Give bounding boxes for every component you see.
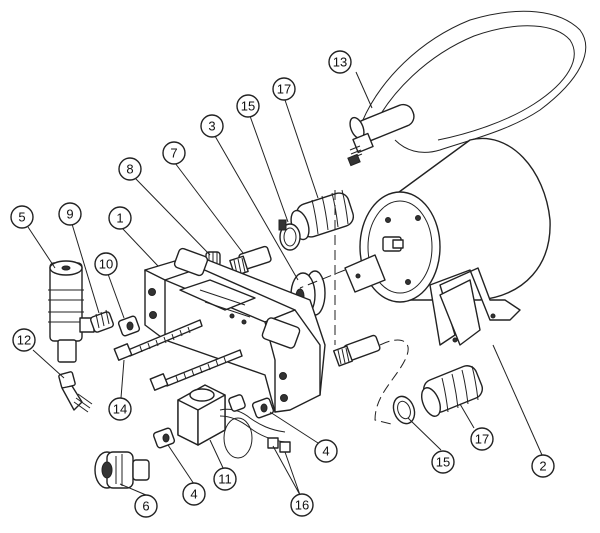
callout-label: 8 <box>126 162 133 177</box>
callout-label: 10 <box>99 257 113 272</box>
callout-label: 12 <box>17 333 31 348</box>
nut-4-right <box>228 394 275 419</box>
outlet-fitting <box>332 334 381 367</box>
callout-1: 1 <box>108 206 132 230</box>
callout-label: 4 <box>190 487 197 502</box>
callout-label: 15 <box>436 455 450 470</box>
callout-6: 6 <box>134 494 158 518</box>
motor-assembly <box>344 137 551 346</box>
callout-15-lower: 15 <box>431 450 455 474</box>
manifold-body <box>144 247 326 413</box>
callout-label: 14 <box>113 402 127 417</box>
callout-10: 10 <box>94 252 118 276</box>
callout-label: 6 <box>142 499 149 514</box>
screw-upper <box>113 319 203 361</box>
callout-5: 5 <box>10 205 34 229</box>
callout-9: 9 <box>58 202 82 226</box>
screw-lower <box>149 349 243 391</box>
fitting-9 <box>90 309 114 333</box>
coupling-upper <box>290 189 355 241</box>
callout-8: 8 <box>118 157 142 181</box>
callout-label: 9 <box>66 207 73 222</box>
callout-15-upper: 15 <box>236 94 260 118</box>
callout-7: 7 <box>162 141 186 165</box>
callout-label: 16 <box>295 498 309 513</box>
callout-label: 15 <box>241 99 255 114</box>
callout-4-lower: 4 <box>182 482 206 506</box>
callout-17-lower: 17 <box>470 427 494 451</box>
nut-10 <box>117 315 141 337</box>
callout-label: 13 <box>333 55 347 70</box>
callout-17-upper: 17 <box>272 77 296 101</box>
callout-label: 7 <box>170 146 177 161</box>
connector-6 <box>94 451 150 489</box>
callout-label: 1 <box>116 211 123 226</box>
callout-4-right: 4 <box>314 439 338 463</box>
elbow-12 <box>58 371 93 413</box>
callout-label: 17 <box>475 432 489 447</box>
callout-3: 3 <box>200 114 224 138</box>
nut-4-lower <box>152 427 176 449</box>
fitting-7 <box>229 245 272 277</box>
callout-12: 12 <box>12 328 36 352</box>
callout-label: 17 <box>277 82 291 97</box>
clamp-lower <box>392 395 416 425</box>
valve-5 <box>48 260 95 363</box>
callout-14: 14 <box>108 397 132 421</box>
leader-lines <box>27 71 543 496</box>
hose-assembly <box>347 10 587 167</box>
center-lines <box>299 190 409 426</box>
callout-16: 16 <box>290 493 314 517</box>
callout-label: 4 <box>322 444 329 459</box>
callout-label: 5 <box>18 210 25 225</box>
callout-label: 11 <box>218 472 232 487</box>
callout-11: 11 <box>213 467 237 491</box>
clamp-upper <box>278 219 301 251</box>
callout-label: 3 <box>208 119 215 134</box>
coupling-lower <box>420 365 484 417</box>
solenoid-11 <box>177 384 291 459</box>
callout-label: 2 <box>539 459 546 474</box>
callout-13: 13 <box>328 50 352 74</box>
callout-2: 2 <box>531 454 555 478</box>
